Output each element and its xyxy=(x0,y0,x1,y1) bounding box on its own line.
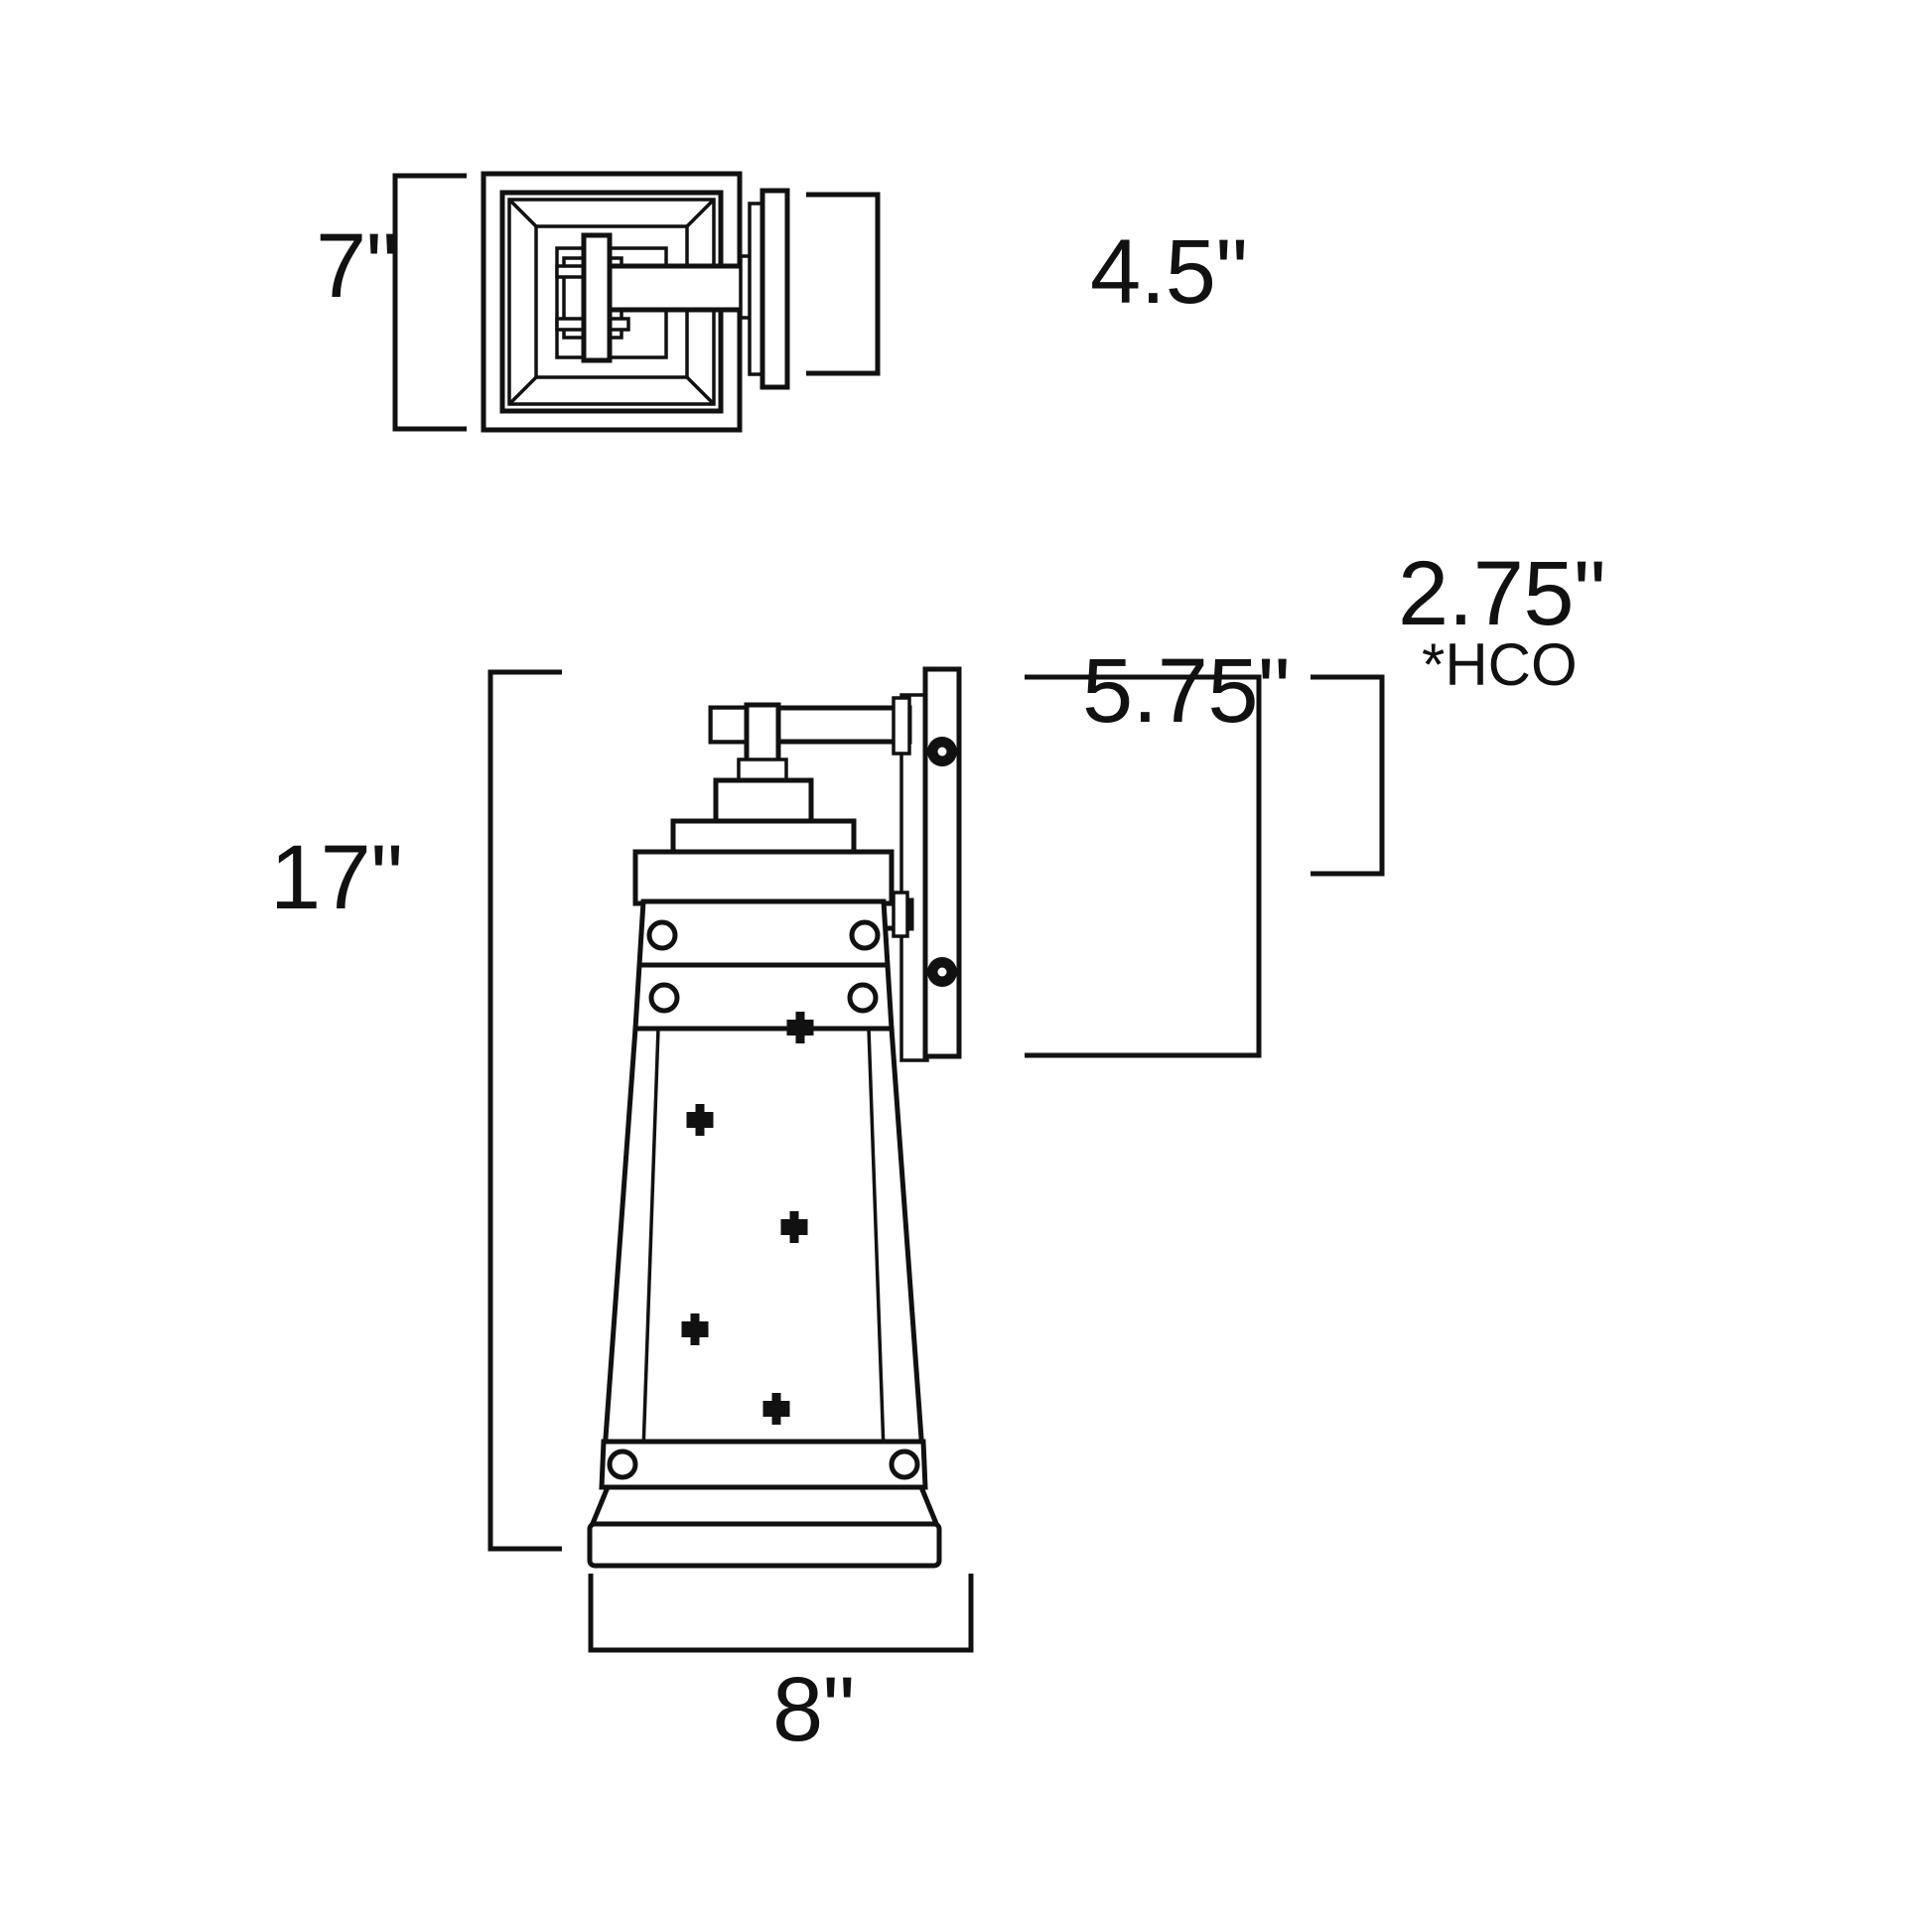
dimension-bracket-7in xyxy=(392,173,467,432)
lower-arm-collar xyxy=(892,891,909,938)
arm-horizontal-top-view xyxy=(607,263,752,313)
backplate-main xyxy=(922,666,962,1059)
base-plate xyxy=(587,1521,942,1569)
dimension-label-2-75in: 2.75" xyxy=(1398,543,1606,644)
dimension-label-8in: 8" xyxy=(772,1659,855,1760)
glass-frame-post-right xyxy=(867,1028,887,1480)
lower-collar-band xyxy=(599,1439,928,1490)
side-view-group xyxy=(487,666,1385,1653)
dimension-label-4-5in: 4.5" xyxy=(1090,221,1248,323)
seeded-glass-marks xyxy=(681,1012,814,1425)
dimension-label-17in: 17" xyxy=(270,827,403,928)
upper-arm-left-stub xyxy=(709,706,751,744)
upper-post-vertical xyxy=(744,702,781,769)
dimension-label-7in: 7" xyxy=(316,215,398,317)
glass-frame-post-left xyxy=(640,1028,660,1480)
dimension-bracket-2-75in xyxy=(1311,674,1385,877)
lower-collar-rivets xyxy=(607,1449,920,1480)
dimension-note-hco: *HCO xyxy=(1422,631,1578,698)
canopy-mitre-lines xyxy=(507,198,716,406)
dimension-bracket-17in xyxy=(487,669,562,1552)
dimension-bracket-4-5in xyxy=(806,192,881,376)
upper-arm-collar xyxy=(892,696,911,756)
dimension-bracket-8in xyxy=(588,1574,974,1653)
dimension-label-5-75in: 5.75" xyxy=(1082,640,1291,742)
canopy-hub-bar xyxy=(581,232,613,363)
top-view-group xyxy=(392,171,881,433)
cap-tier-3 xyxy=(632,849,895,906)
dimension-bracket-5-75in xyxy=(1025,674,1262,1058)
backplate-screws xyxy=(927,737,957,987)
wallplate-edge-outer xyxy=(759,188,790,390)
upper-collar-rivets xyxy=(646,919,881,1014)
base-skirt-edges xyxy=(589,1486,940,1527)
